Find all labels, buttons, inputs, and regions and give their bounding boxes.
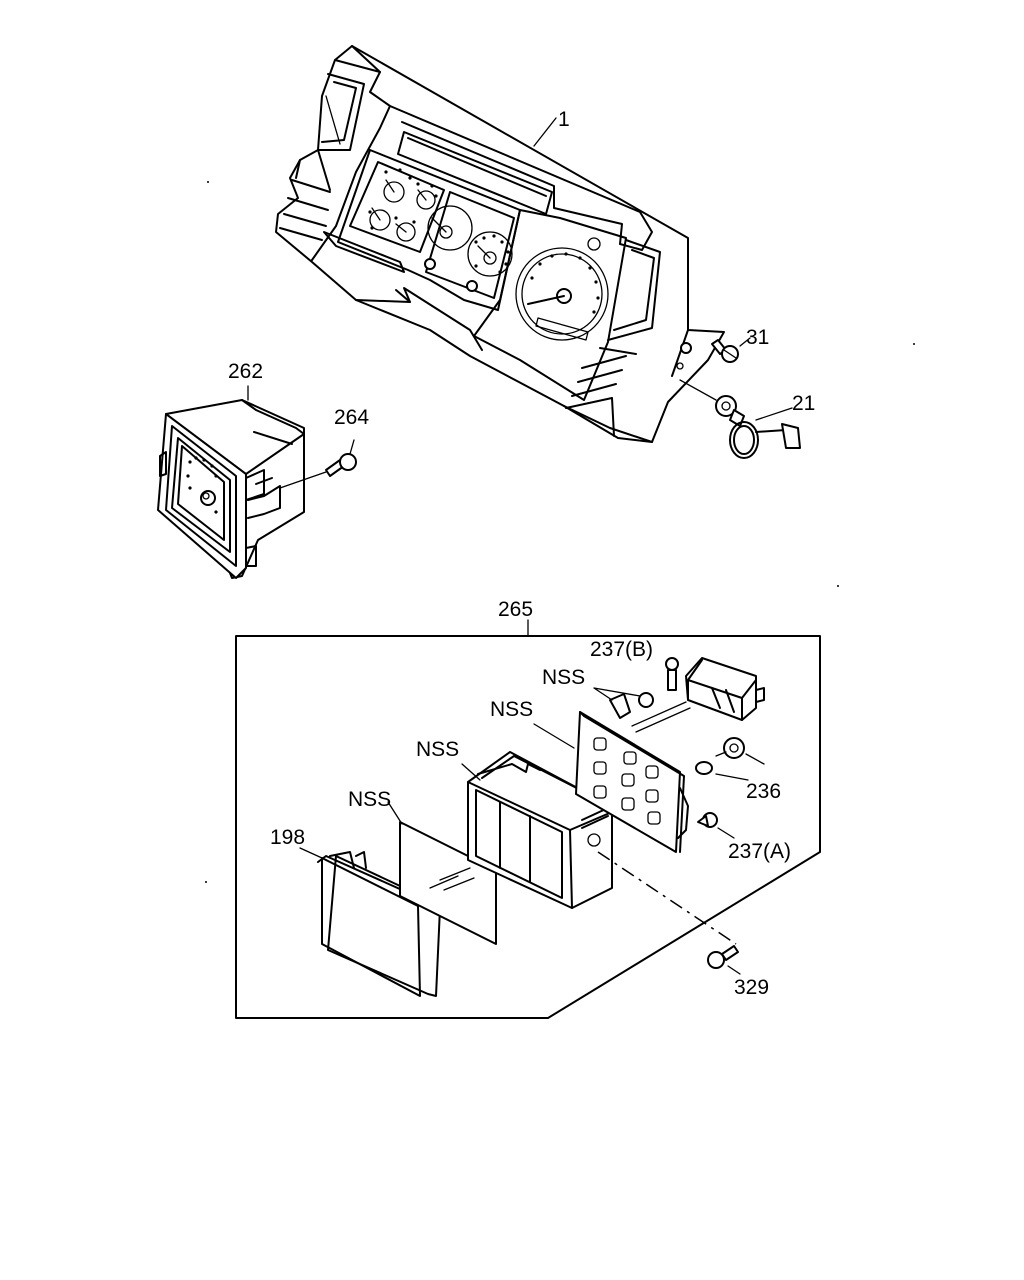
circuit-board-nss — [575, 711, 689, 853]
bulb-socket-part-21 — [679, 379, 801, 459]
callout-236: 236 — [746, 780, 781, 803]
callout-265: 265 — [498, 598, 533, 621]
callout-237a: 237(A) — [728, 840, 791, 863]
gauge-module-part-262 — [157, 399, 305, 579]
leader-line-31 — [739, 337, 751, 347]
screw-part-237a — [697, 812, 718, 828]
leader-line-nss-film — [387, 801, 403, 825]
mounting-axis-line — [597, 851, 737, 945]
leader-line-198 — [299, 847, 323, 859]
callout-262: 262 — [228, 360, 263, 383]
callout-31: 31 — [746, 326, 769, 349]
leader-line-264 — [349, 439, 355, 455]
leader-line-nss-board — [533, 723, 575, 749]
screw-part-264 — [279, 453, 357, 489]
bulb-part-236 — [695, 737, 765, 781]
wire-clip-nss — [593, 687, 654, 719]
screw-part-237b — [665, 657, 679, 691]
callout-nss-housing: NSS — [416, 738, 459, 761]
callout-264: 264 — [334, 406, 369, 429]
leader-line-nss-housing — [461, 763, 481, 781]
leader-line-237a — [717, 827, 735, 839]
instrument-cluster-part-1 — [275, 45, 725, 443]
callout-nss-film: NSS — [348, 788, 391, 811]
screw-part-31 — [711, 339, 739, 363]
callout-237b: 237(B) — [590, 638, 653, 661]
callout-1: 1 — [558, 108, 570, 131]
kit-frame-265 — [235, 635, 821, 1019]
callout-329: 329 — [734, 976, 769, 999]
callout-21: 21 — [792, 392, 815, 415]
leader-line-21 — [755, 407, 793, 421]
screw-part-329 — [707, 945, 739, 969]
connector-harness — [631, 657, 765, 733]
leader-line-1 — [533, 117, 557, 147]
callout-nss-clip: NSS — [542, 666, 585, 689]
callout-198: 198 — [270, 826, 305, 849]
film-sheet-nss — [399, 821, 497, 945]
leader-line-329 — [727, 965, 741, 975]
callout-nss-board: NSS — [490, 698, 533, 721]
